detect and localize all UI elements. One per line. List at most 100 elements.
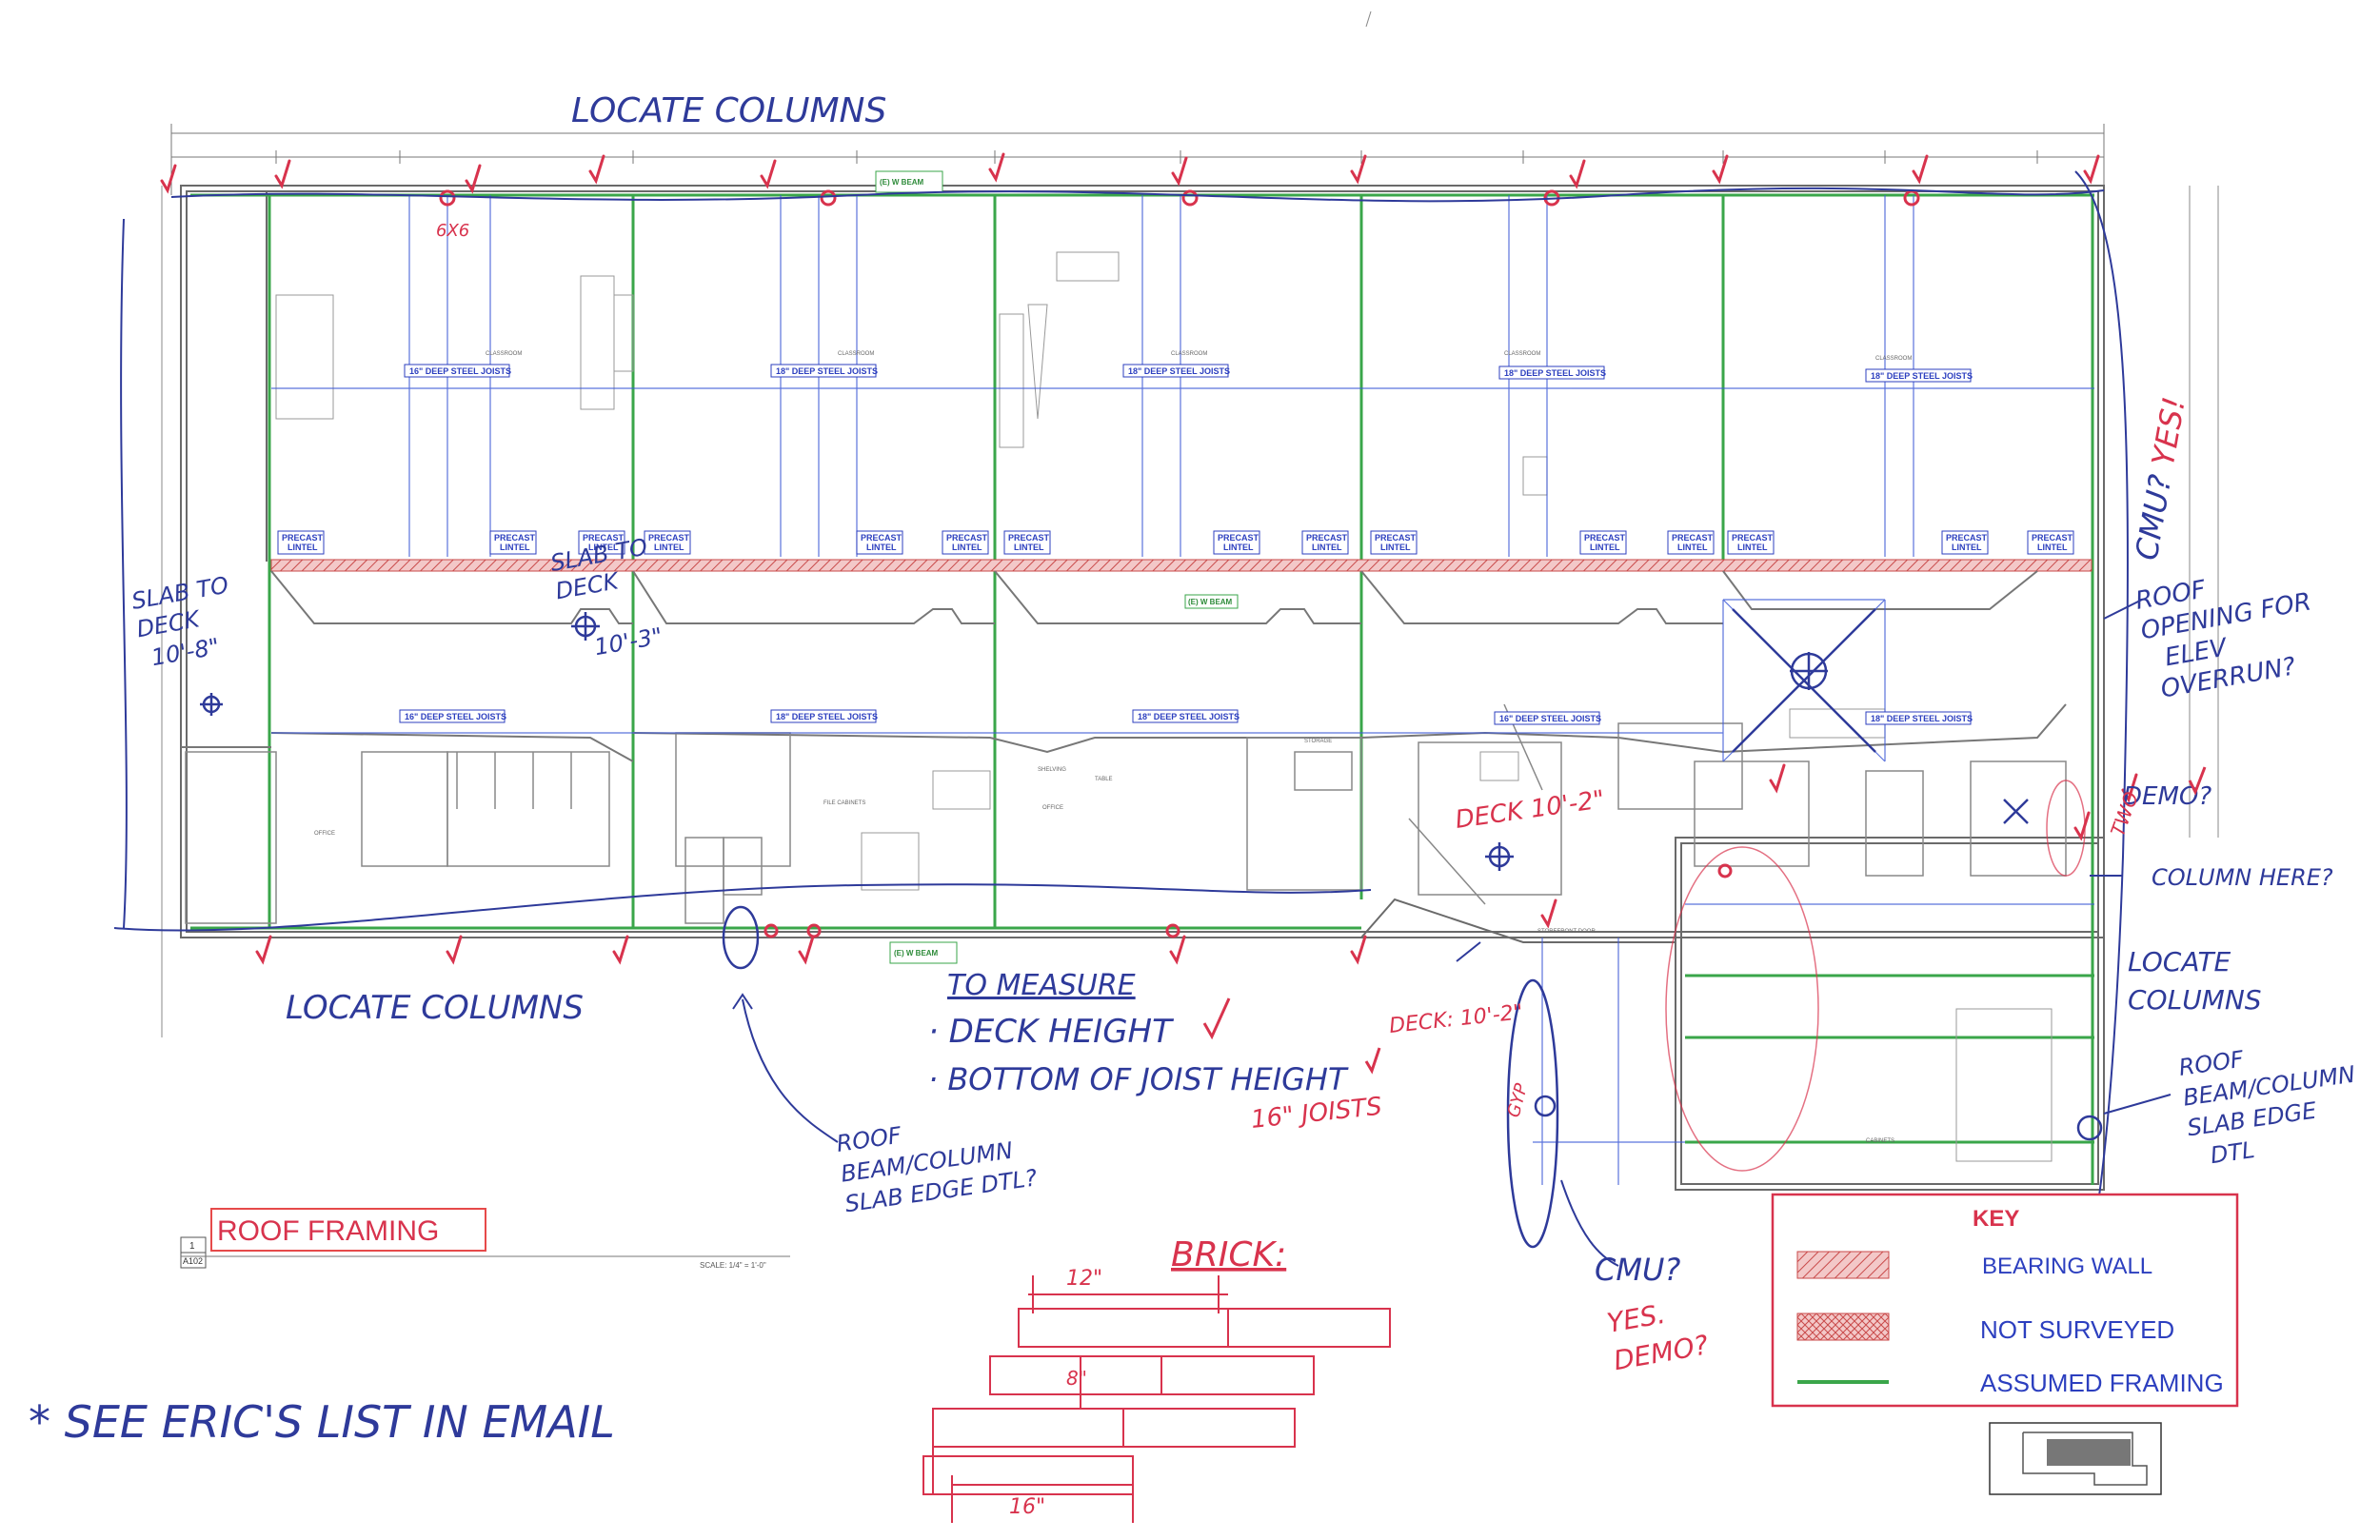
note-slab-deck-1: SLAB TO DECK 10'-8" xyxy=(129,570,248,673)
precast-label: PRECAST xyxy=(1306,533,1348,543)
note-to-measure: TO MEASURE xyxy=(947,969,1136,1002)
note-locate-columns-right-2: COLUMNS xyxy=(2128,984,2262,1016)
precast-label: PRECAST xyxy=(1218,533,1259,543)
note-cmu-yes: CMU?YES! xyxy=(2128,394,2192,563)
precast-label: PRECAST xyxy=(861,533,902,543)
note-locate-columns-top: LOCATE COLUMNS xyxy=(571,91,886,130)
key-label-not-surveyed: NOT SURVEYED xyxy=(1980,1315,2174,1344)
joist-tag-7: 18" DEEP STEEL JOISTS xyxy=(776,712,878,721)
lintel-label: LINTEL xyxy=(1590,543,1620,552)
note-see-list: * SEE ERIC'S LIST IN EMAIL xyxy=(29,1396,615,1448)
check-16-joists xyxy=(1364,1047,1381,1075)
precast-label: PRECAST xyxy=(1672,533,1714,543)
room-classroom-2: CLASSROOM xyxy=(838,351,874,357)
beam-tag-mid: (E) W BEAM xyxy=(1188,598,1233,606)
red-ellipses xyxy=(1665,780,2086,1172)
key-swatch-not-surveyed xyxy=(1796,1313,1890,1341)
joist-tag-5: 18" DEEP STEEL JOISTS xyxy=(1871,371,1973,381)
brick-dim-16: 16" xyxy=(1009,1495,1045,1519)
room-office-1: OFFICE xyxy=(314,831,335,837)
precast-label: PRECAST xyxy=(1732,533,1774,543)
room-shelving: SHELVING xyxy=(1038,767,1066,773)
leader-arrows xyxy=(732,599,2172,1267)
cabinets-label: CABINETS xyxy=(1866,1138,1894,1144)
lintel-label: LINTEL xyxy=(288,543,318,552)
lintel-label: LINTEL xyxy=(500,543,530,552)
note-locate-columns-bottom: LOCATE COLUMNS xyxy=(286,989,584,1027)
check-deck-height xyxy=(1202,997,1231,1040)
joist-tag-3: 18" DEEP STEEL JOISTS xyxy=(1128,366,1230,376)
joist-tag-6: 16" DEEP STEEL JOISTS xyxy=(405,712,506,721)
legend-key: KEY BEARING WALL NOT SURVEYED ASSUMED FR… xyxy=(1771,1193,2239,1408)
joist-tag-2: 18" DEEP STEEL JOISTS xyxy=(776,366,878,376)
stray-marks xyxy=(1365,10,1372,28)
lintel-label: LINTEL xyxy=(866,543,897,552)
beam-tag-top: (E) W BEAM xyxy=(880,178,924,187)
top-dimension-string xyxy=(170,124,2105,195)
furniture xyxy=(275,251,2053,1162)
brick-sketch: BRICK: 12" 8" 16" xyxy=(922,1235,1391,1523)
room-classroom-4: CLASSROOM xyxy=(1504,351,1540,357)
note-roof-beam-left: ROOF BEAM/COLUMN SLAB EDGE DTL? xyxy=(835,1104,1039,1217)
corridor-walls xyxy=(181,570,2067,762)
lintel-label: LINTEL xyxy=(1014,543,1044,552)
beam-tags: (E) W BEAM (E) W BEAM (E) W BEAM xyxy=(875,170,1239,964)
key-label-framing: ASSUMED FRAMING xyxy=(1980,1369,2224,1397)
roof-opening-markup xyxy=(200,608,2103,1249)
joist-tag-1: 16" DEEP STEEL JOISTS xyxy=(409,366,511,376)
brick-title: BRICK: xyxy=(1171,1235,1286,1274)
note-16-joists: 16" JOISTS xyxy=(1250,1093,1383,1135)
blue-markup-lines xyxy=(113,170,2129,1229)
note-locate-columns-right-1: LOCATE xyxy=(2128,946,2231,977)
room-classroom-3: CLASSROOM xyxy=(1171,351,1207,357)
room-office-2: OFFICE xyxy=(1042,805,1063,811)
drawing-title-block: 1 A102 ROOF FRAMING SCALE: 1/4" = 1'-0" xyxy=(180,1208,790,1270)
lintel-label: LINTEL xyxy=(588,543,619,552)
note-deck-1: DECK 10'-2" xyxy=(1454,785,1607,835)
red-check-marks xyxy=(160,152,2138,965)
key-swatch-bearing xyxy=(1796,1251,1890,1279)
precast-label: PRECAST xyxy=(494,533,536,543)
precast-label: PRECAST xyxy=(648,533,690,543)
precast-label: PRECAST xyxy=(1946,533,1988,543)
lintel-label: LINTEL xyxy=(952,543,982,552)
note-deck-height: · DECK HEIGHT xyxy=(928,1013,1174,1051)
brick-dim-12: 12" xyxy=(1066,1267,1102,1291)
precast-label: PRECAST xyxy=(583,533,625,543)
room-classroom-5: CLASSROOM xyxy=(1875,356,1912,362)
room-labels: CLASSROOM CLASSROOM CLASSROOM CLASSROOM … xyxy=(314,351,1912,1144)
joist-tag-8: 18" DEEP STEEL JOISTS xyxy=(1138,712,1240,721)
exterior-walls xyxy=(180,185,2105,1191)
lintel-label: LINTEL xyxy=(1380,543,1411,552)
sheet-number: 1 xyxy=(189,1241,195,1252)
red-column-circles xyxy=(439,189,1920,938)
precast-label: PRECAST xyxy=(282,533,324,543)
bearing-wall-band xyxy=(270,559,2092,572)
precast-label: PRECAST xyxy=(1375,533,1417,543)
note-cmu-2: CMU? xyxy=(1595,1252,1680,1288)
lintel-label: LINTEL xyxy=(1677,543,1708,552)
room-storage: STORAGE xyxy=(1304,739,1332,744)
key-title: KEY xyxy=(1973,1206,2019,1232)
room-table: TABLE xyxy=(1095,777,1113,782)
side-dimension-strings xyxy=(161,186,2219,1037)
lintel-label: LINTEL xyxy=(1952,543,1982,552)
precast-label: PRECAST xyxy=(1008,533,1050,543)
brick-dim-8: 8" xyxy=(1066,1367,1087,1390)
lintel-label: LINTEL xyxy=(1312,543,1342,552)
note-two: TWO xyxy=(2106,789,2143,839)
note-deck-2: DECK: 10'-2" xyxy=(1388,1000,1524,1038)
room-classroom-1: CLASSROOM xyxy=(486,351,522,357)
lintel-label: LINTEL xyxy=(654,543,684,552)
lintel-label: LINTEL xyxy=(1223,543,1254,552)
note-slab-deck-2: SLAB TO DECK 10'-3" xyxy=(548,532,672,665)
joist-tag-9: 16" DEEP STEEL JOISTS xyxy=(1499,714,1601,723)
precast-label: PRECAST xyxy=(1584,533,1626,543)
lintel-label: LINTEL xyxy=(1737,543,1768,552)
note-bottom-joist: · BOTTOM OF JOIST HEIGHT xyxy=(928,1061,1349,1097)
lintel-label: LINTEL xyxy=(2037,543,2068,552)
note-roof-opening: ROOF OPENING FOR ELEV OVERRUN? xyxy=(2133,556,2331,705)
beam-tag-bottom: (E) W BEAM xyxy=(894,949,939,958)
